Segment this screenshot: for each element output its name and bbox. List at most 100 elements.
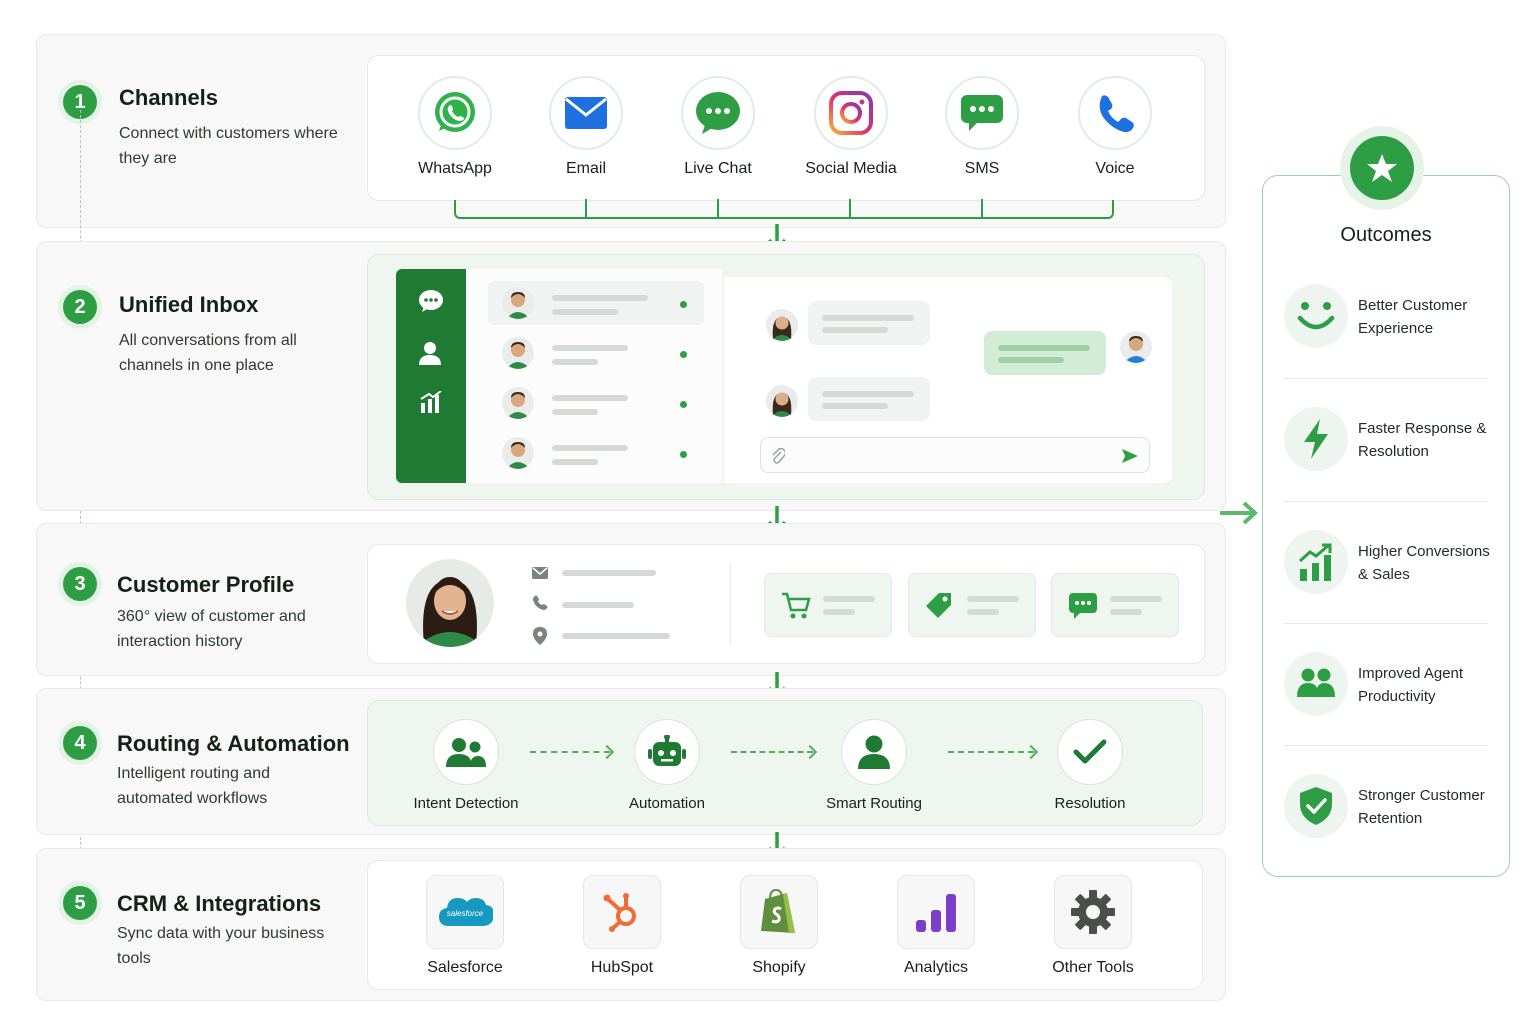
step-description: 360° view of customer and interaction hi… bbox=[117, 608, 306, 650]
flow-label: Smart Routing bbox=[826, 795, 922, 812]
avatar bbox=[502, 287, 534, 319]
channels-card: WhatsApp Email Live Chat bbox=[367, 55, 1205, 201]
integration-analytics[interactable]: Analytics bbox=[876, 875, 996, 977]
routing-automation-section: 4 Routing & Automation Intelligent routi… bbox=[36, 688, 1226, 835]
avatar bbox=[766, 309, 798, 341]
online-dot bbox=[680, 351, 687, 358]
send-icon[interactable] bbox=[1121, 448, 1139, 464]
outcome-label: Higher Conversions & Sales bbox=[1358, 543, 1490, 583]
message-bubble-outgoing bbox=[984, 331, 1106, 375]
flow-intent-detection[interactable]: Intent Detection bbox=[396, 719, 536, 812]
message-input[interactable] bbox=[760, 437, 1150, 473]
outcome-label: Better Customer Experience bbox=[1358, 297, 1468, 337]
conversations-tile[interactable] bbox=[1051, 573, 1179, 637]
inbox-sidebar bbox=[396, 269, 466, 483]
channels-connector bbox=[454, 199, 1114, 219]
online-dot bbox=[680, 301, 687, 308]
online-dot bbox=[680, 401, 687, 408]
step-title: Customer Profile bbox=[117, 572, 295, 597]
growth-chart-icon bbox=[1298, 543, 1332, 581]
outcomes-badge bbox=[1340, 126, 1424, 210]
flow-arrow bbox=[530, 751, 610, 753]
contact-icon[interactable] bbox=[419, 341, 441, 365]
outcome-customer-experience: Better Customer Experience bbox=[1284, 284, 1494, 354]
paperclip-icon[interactable] bbox=[771, 448, 785, 464]
message-icon bbox=[1069, 593, 1097, 619]
shopify-icon bbox=[761, 889, 795, 933]
robot-icon bbox=[648, 735, 686, 766]
instagram-icon bbox=[829, 91, 873, 135]
flow-resolution[interactable]: Resolution bbox=[1020, 719, 1160, 812]
channel-label: Social Media bbox=[805, 160, 897, 177]
analytics-icon[interactable] bbox=[419, 391, 443, 413]
integration-label: Shopify bbox=[752, 959, 806, 976]
team-icon bbox=[1297, 668, 1335, 697]
channel-whatsapp[interactable]: WhatsApp bbox=[395, 76, 515, 178]
integrations-card: salesforce Salesforce HubSpot bbox=[367, 860, 1203, 990]
chat-icon[interactable] bbox=[418, 289, 444, 313]
outcome-higher-conversions: Higher Conversions & Sales bbox=[1284, 530, 1494, 600]
integration-hubspot[interactable]: HubSpot bbox=[562, 875, 682, 977]
step-number: 3 bbox=[63, 567, 97, 601]
step-description: Intelligent routing and automated workfl… bbox=[117, 765, 270, 807]
flow-label: Automation bbox=[629, 795, 705, 812]
step-title: Routing & Automation bbox=[117, 731, 350, 756]
avatar bbox=[502, 337, 534, 369]
gear-icon bbox=[1071, 890, 1115, 934]
avatar bbox=[766, 385, 798, 417]
integration-shopify[interactable]: Shopify bbox=[719, 875, 839, 977]
message-bubble bbox=[808, 301, 930, 345]
avatar bbox=[1120, 331, 1152, 363]
people-icon bbox=[446, 738, 486, 767]
channel-live-chat[interactable]: Live Chat bbox=[658, 76, 778, 178]
step-description: Connect with customers where they are bbox=[119, 125, 338, 167]
tag-icon bbox=[926, 593, 951, 618]
checkmark-icon bbox=[1073, 739, 1107, 764]
profile-card bbox=[367, 544, 1205, 664]
chat-bubble-icon bbox=[696, 92, 740, 134]
lightning-icon bbox=[1304, 419, 1328, 459]
channel-voice[interactable]: Voice bbox=[1055, 76, 1175, 178]
channel-social-media[interactable]: Social Media bbox=[791, 76, 911, 178]
chat-panel bbox=[724, 277, 1172, 483]
channel-sms[interactable]: SMS bbox=[922, 76, 1042, 178]
online-dot bbox=[680, 451, 687, 458]
list-item[interactable] bbox=[488, 431, 704, 475]
integration-salesforce[interactable]: salesforce Salesforce bbox=[405, 875, 525, 977]
integration-other-tools[interactable]: Other Tools bbox=[1033, 875, 1153, 977]
order-history-tile[interactable] bbox=[764, 573, 892, 637]
channel-email[interactable]: Email bbox=[526, 76, 646, 178]
crm-integrations-section: 5 CRM & Integrations Sync data with your… bbox=[36, 848, 1226, 1001]
outcome-label: Improved Agent Productivity bbox=[1358, 665, 1464, 705]
list-item[interactable] bbox=[488, 331, 704, 375]
star-icon bbox=[1367, 154, 1397, 182]
outcome-label: Stronger Customer Retention bbox=[1358, 787, 1485, 827]
list-item[interactable] bbox=[488, 281, 704, 325]
channel-label: Live Chat bbox=[684, 160, 752, 177]
divider bbox=[730, 563, 731, 645]
location-pin-icon bbox=[533, 627, 547, 645]
phone-icon bbox=[1099, 95, 1134, 133]
flow-automation[interactable]: Automation bbox=[597, 719, 737, 812]
outcome-agent-productivity: Improved Agent Productivity bbox=[1284, 652, 1494, 722]
arrow-right-icon bbox=[1220, 501, 1258, 525]
step-title: Unified Inbox bbox=[119, 292, 259, 317]
flow-smart-routing[interactable]: Smart Routing bbox=[804, 719, 944, 812]
sms-icon bbox=[961, 95, 1003, 131]
shield-check-icon bbox=[1300, 787, 1332, 825]
channel-label: Voice bbox=[1095, 160, 1135, 177]
divider bbox=[1284, 623, 1488, 624]
step-title: Channels bbox=[119, 85, 219, 110]
divider bbox=[1284, 501, 1488, 502]
channel-label: WhatsApp bbox=[418, 160, 492, 177]
outcome-customer-retention: Stronger Customer Retention bbox=[1284, 774, 1494, 844]
mail-icon bbox=[532, 567, 548, 579]
conversation-list bbox=[466, 269, 722, 483]
outcomes-panel bbox=[1262, 175, 1510, 877]
tags-tile[interactable] bbox=[908, 573, 1036, 637]
list-item[interactable] bbox=[488, 381, 704, 425]
divider bbox=[1284, 745, 1488, 746]
outcome-faster-response: Faster Response & Resolution bbox=[1284, 407, 1494, 477]
avatar bbox=[502, 437, 534, 469]
salesforce-logo-text: salesforce bbox=[447, 909, 484, 918]
